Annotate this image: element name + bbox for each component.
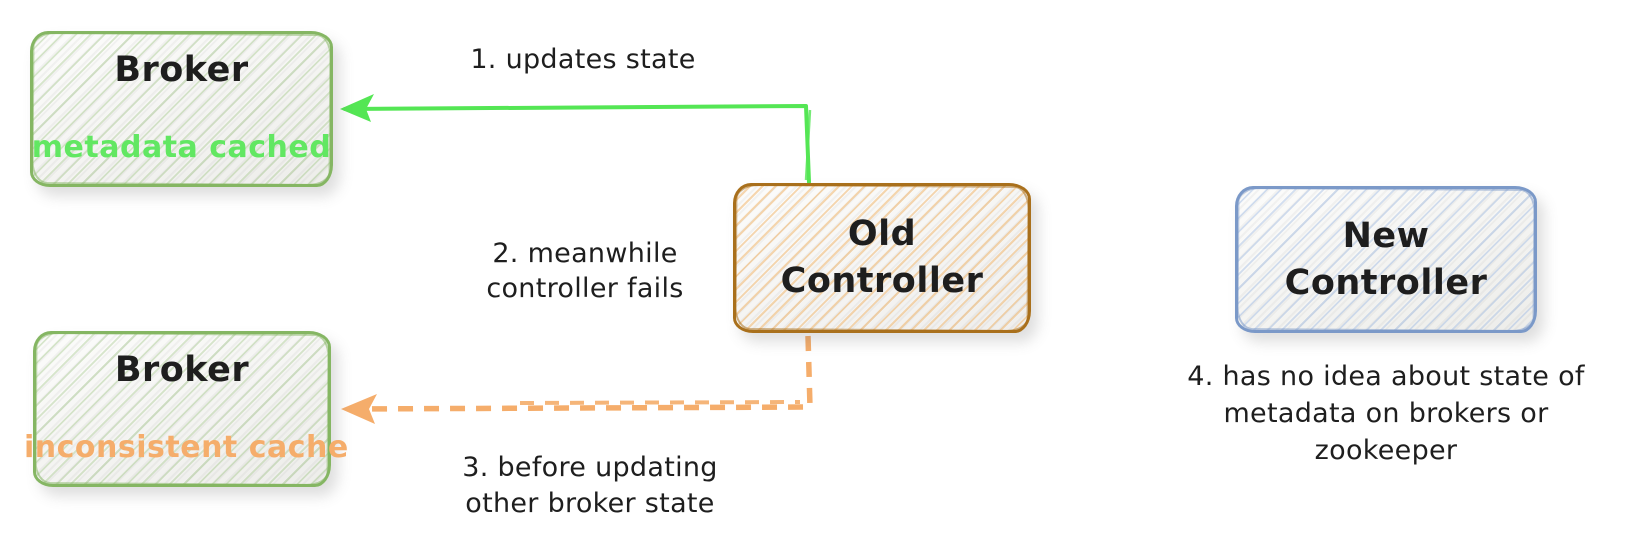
node-title: Broker	[114, 50, 249, 90]
node-title: New	[1342, 215, 1430, 256]
node-subtitle: inconsistent cache	[24, 430, 349, 465]
annotation-step4: 4. has no idea about state of metadata o…	[1160, 358, 1612, 469]
node-old-controller: Old Controller	[733, 183, 1031, 333]
annotation-line: 4. has no idea about state of	[1187, 361, 1585, 392]
annotation-line: zookeeper	[1314, 435, 1458, 466]
node-title: Broker	[114, 350, 250, 390]
arrowhead-left-icon	[340, 94, 374, 122]
arrow-before-updating	[341, 335, 813, 424]
node-new-controller: New Controller	[1235, 186, 1537, 333]
node-broker-metadata-cached: Broker metadata cached	[30, 31, 333, 187]
arrowhead-left-icon	[341, 394, 377, 424]
node-subtitle: metadata cached	[31, 130, 332, 165]
arrow-updates-state	[340, 94, 812, 184]
annotation-line: other broker state	[465, 488, 715, 519]
annotation-step3: 3. before updating other broker state	[440, 450, 740, 522]
annotation-step1: 1. updates state	[470, 44, 696, 75]
annotation-line: controller fails	[486, 273, 684, 304]
annotation-line: metadata on brokers or	[1223, 398, 1549, 429]
annotation-line: 3. before updating	[462, 452, 718, 483]
node-title: Controller	[1284, 262, 1488, 303]
annotation-line: 2. meanwhile	[492, 238, 678, 269]
annotation-step2: 2. meanwhile controller fails	[435, 236, 735, 306]
node-title: Old	[847, 214, 917, 254]
node-title: Controller	[780, 261, 984, 301]
node-broker-inconsistent-cache: Broker inconsistent cache	[24, 331, 348, 487]
